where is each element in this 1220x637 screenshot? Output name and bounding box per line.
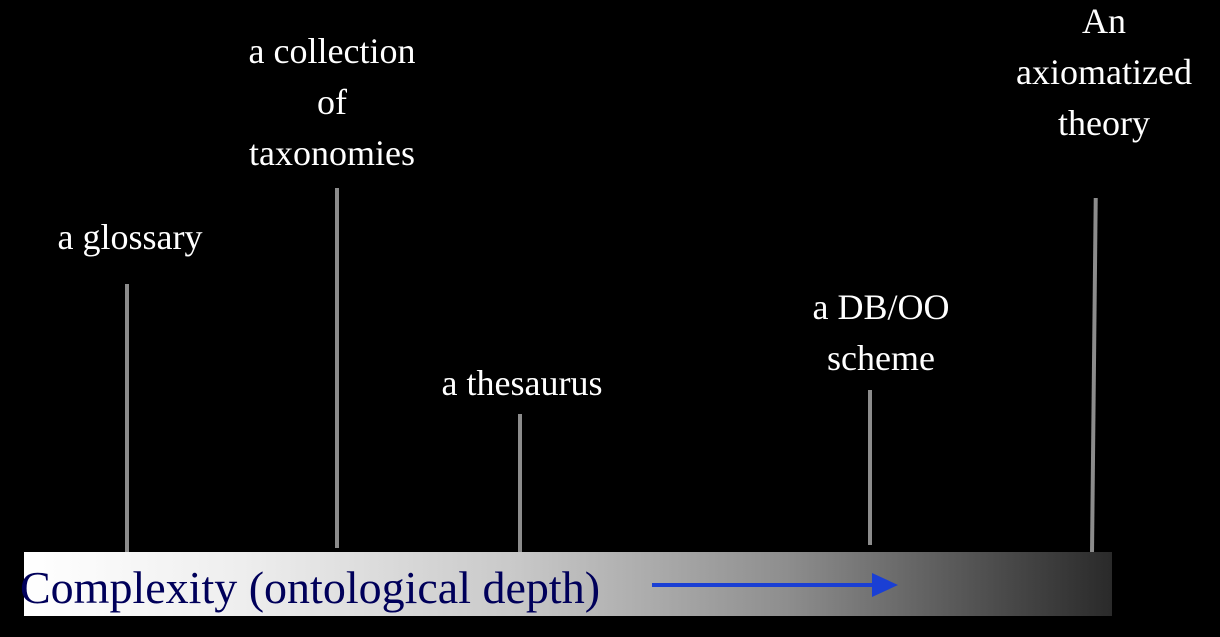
label-line: scheme: [827, 338, 935, 378]
label-line: An: [1082, 1, 1126, 41]
tick-axiomatized-theory: [1090, 197, 1098, 555]
label-line: axiomatized: [1016, 52, 1192, 92]
label-glossary: a glossary: [30, 212, 230, 263]
label-db-oo-scheme: a DB/OO scheme: [776, 282, 986, 384]
tick-glossary: [125, 284, 129, 554]
label-line: taxonomies: [249, 133, 415, 173]
label-line: a glossary: [57, 217, 203, 257]
tick-db-oo-scheme: [868, 390, 872, 545]
label-line: a thesaurus: [441, 363, 603, 403]
label-line: a collection: [248, 31, 416, 71]
label-axiomatized-theory: An axiomatized theory: [990, 0, 1218, 149]
label-line: theory: [1058, 103, 1150, 143]
axis-title: Complexity (ontological depth): [20, 562, 601, 613]
tick-taxonomies: [335, 188, 339, 548]
label-line: a DB/OO: [812, 287, 950, 327]
label-line: of: [317, 82, 347, 122]
complexity-axis-bar: [24, 552, 1112, 616]
label-thesaurus: a thesaurus: [412, 358, 632, 409]
right-arrow-icon: [652, 573, 898, 597]
label-taxonomies: a collection of taxonomies: [212, 26, 452, 179]
tick-thesaurus: [518, 414, 522, 554]
arrow-head: [872, 573, 898, 597]
